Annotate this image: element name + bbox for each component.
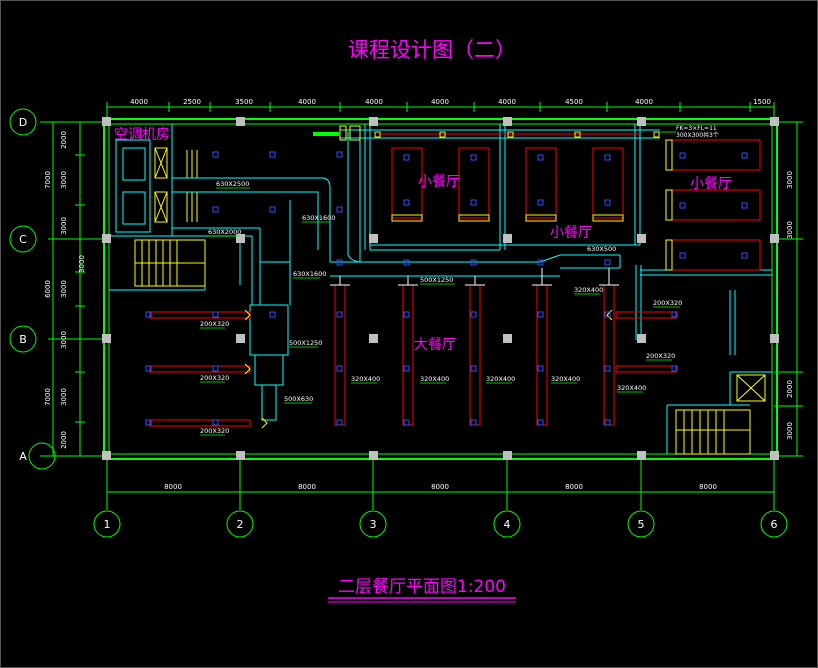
ac-units	[115, 139, 198, 233]
duct-label-19: 200X320	[200, 427, 229, 435]
air-diffusers	[145, 151, 748, 426]
bottom-dim-2: 8000	[298, 483, 316, 491]
axis-label-b: B	[19, 333, 27, 346]
left-inner-dim-1: 2000	[60, 131, 68, 149]
duct-label-14: 320X400	[486, 375, 515, 383]
duct-label-4: 630X1600	[293, 270, 326, 278]
duct-label-8: 200X320	[653, 299, 682, 307]
left-inner-dim-8: 2000	[60, 431, 68, 449]
left-outer-dim-2: 6000	[44, 280, 52, 298]
left-outer-dim-3: 7000	[44, 388, 52, 406]
table-seats	[391, 139, 673, 271]
top-duct-outlets	[374, 131, 660, 138]
duct-label-11: 500X630	[284, 395, 313, 403]
top-dim-1: 4000	[130, 98, 148, 106]
outer-walls	[103, 118, 778, 460]
right-dim-4: 3000	[786, 422, 794, 440]
room-label-ac-room: 空调机房	[114, 127, 170, 143]
axis-bubble-2	[226, 510, 254, 538]
bottom-dim-5: 8000	[699, 483, 717, 491]
branch-connectors	[330, 268, 619, 286]
axis-label-3: 3	[370, 518, 377, 531]
top-dim-6: 4000	[431, 98, 449, 106]
stair-left	[134, 239, 206, 287]
duct-marker	[313, 132, 339, 136]
axis-bubble-1	[93, 510, 121, 538]
duct-label-13: 320X400	[420, 375, 449, 383]
right-dim-2: 3000	[786, 221, 794, 239]
axis-label-5: 5	[638, 518, 645, 531]
dimension-lines	[40, 102, 803, 510]
top-dim-8: 4500	[565, 98, 583, 106]
axis-label-1: 1	[104, 518, 111, 531]
left-inner-dim-7: 3000	[78, 255, 86, 273]
top-dim-10: 1500	[753, 98, 771, 106]
branch-dampers	[244, 309, 613, 429]
fire-damper-top-2	[349, 125, 361, 141]
axis-bubble-4	[493, 510, 521, 538]
left-inner-dim-6: 3000	[60, 388, 68, 406]
duct-label-18: 200X320	[200, 374, 229, 382]
bottom-dim-3: 8000	[431, 483, 449, 491]
elevator-shaft	[736, 374, 766, 402]
bottom-dim-1: 8000	[164, 483, 182, 491]
note-line-1: FK=3×FL=11	[676, 125, 717, 132]
duct-label-17: 200X320	[646, 352, 675, 360]
room-label-small-dining-2: 小餐厅	[550, 225, 592, 241]
top-dim-7: 4000	[498, 98, 516, 106]
duct-label-12: 320X400	[351, 375, 380, 383]
duct-label-9: 200X320	[200, 320, 229, 328]
top-dim-4: 4000	[298, 98, 316, 106]
duct-label-7: 320X400	[574, 286, 603, 294]
fire-damper-top	[339, 125, 347, 141]
right-dim-1: 3000	[786, 171, 794, 189]
duct-label-6: 630X500	[587, 245, 616, 253]
axis-bubble-3	[359, 510, 387, 538]
drawing-subtitle: 二层餐厅平面图1:200	[338, 577, 506, 597]
axis-label-6: 6	[771, 518, 778, 531]
top-dim-5: 4000	[365, 98, 383, 106]
axis-bubble-5	[627, 510, 655, 538]
bottom-dim-4: 8000	[565, 483, 583, 491]
duct-label-3: 630X1600	[302, 214, 335, 222]
duct-label-1: 630X2500	[216, 180, 249, 188]
axis-label-2: 2	[237, 518, 244, 531]
duct-label-16: 320X400	[617, 384, 646, 392]
axis-label-d: D	[19, 116, 27, 129]
drawing-title: 课程设计图（二）	[348, 38, 516, 62]
right-dim-3: 2000	[786, 380, 794, 398]
duct-label-5: 500X1250	[420, 276, 453, 284]
structural-columns	[102, 117, 779, 460]
axis-label-a: A	[19, 450, 27, 463]
left-inner-dim-5: 3000	[60, 331, 68, 349]
axis-label-4: 4	[504, 518, 511, 531]
duct-label-15: 320X400	[551, 375, 580, 383]
left-inner-dim-2: 3000	[60, 171, 68, 189]
stair-right	[675, 409, 751, 455]
axis-bubble-d	[9, 108, 37, 136]
left-inner-dim-4: 3000	[60, 280, 68, 298]
axis-bubble-a	[28, 442, 56, 470]
axis-bubble-6	[760, 510, 788, 538]
axis-bubble-c	[9, 225, 37, 253]
left-inner-dim-3: 3000	[60, 217, 68, 235]
note-line-2: 300X300共3个	[676, 131, 719, 139]
supply-duct	[172, 129, 660, 421]
top-dim-2: 2500	[183, 98, 201, 106]
duct-label-2: 630X2000	[208, 228, 241, 236]
axis-bubble-b	[9, 325, 37, 353]
duct-label-10: 500X1250	[289, 339, 322, 347]
left-outer-dim-1: 7000	[44, 171, 52, 189]
room-label-main-dining: 大餐厅	[414, 337, 456, 353]
room-label-small-dining-1: 小餐厅	[418, 174, 460, 190]
room-label-small-dining-3: 小餐厅	[690, 176, 732, 192]
axis-label-c: C	[19, 233, 27, 246]
top-dim-3: 3500	[235, 98, 253, 106]
top-dim-9: 4000	[635, 98, 653, 106]
